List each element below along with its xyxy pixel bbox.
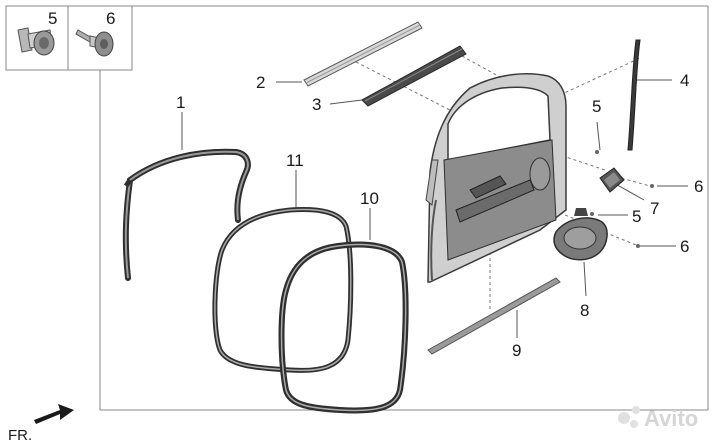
callout-leaders: [181, 79, 688, 338]
front-arrow-icon: [34, 404, 74, 424]
callout-5b: 5: [632, 207, 641, 226]
part-3-belt-strip: [361, 45, 467, 107]
callout-4: 4: [680, 71, 689, 90]
part-10-door-seal: [278, 241, 409, 414]
fastener-dots: [590, 150, 654, 248]
door-shell: [425, 73, 567, 283]
callout-11: 11: [286, 151, 304, 170]
front-direction-indicator: FR.: [8, 404, 74, 444]
part-8-speaker-cover: [553, 208, 608, 261]
callout-2: 2: [256, 73, 265, 92]
avito-watermark: Avito: [618, 406, 698, 431]
callout-5a: 5: [592, 97, 601, 116]
nut-fastener-icon: [17, 27, 55, 56]
part-11-door-seal: [212, 207, 354, 373]
bolt-fastener-icon: [75, 29, 114, 57]
callout-1: 1: [176, 93, 185, 112]
front-direction-label: FR.: [8, 427, 32, 444]
watermark-text: Avito: [644, 406, 698, 431]
part-1-frame-seal: [122, 148, 251, 281]
diagram-frame: [68, 5, 709, 411]
callout-3: 3: [312, 95, 321, 114]
fastener-legend-box: [5, 5, 133, 71]
callout-8: 8: [580, 301, 589, 320]
callout-5-legend: 5: [48, 9, 57, 28]
callout-10: 10: [360, 189, 379, 208]
part-4-weatherstrip: [627, 39, 641, 151]
callout-6b: 6: [680, 237, 689, 256]
part-2-belt-strip: [303, 21, 423, 87]
part-7-cover: [599, 167, 625, 193]
callout-6-legend: 6: [106, 9, 115, 28]
part-9-lower-strip: [427, 277, 561, 355]
callout-7: 7: [650, 199, 659, 218]
callout-6a: 6: [694, 177, 703, 196]
callout-9: 9: [512, 341, 521, 360]
